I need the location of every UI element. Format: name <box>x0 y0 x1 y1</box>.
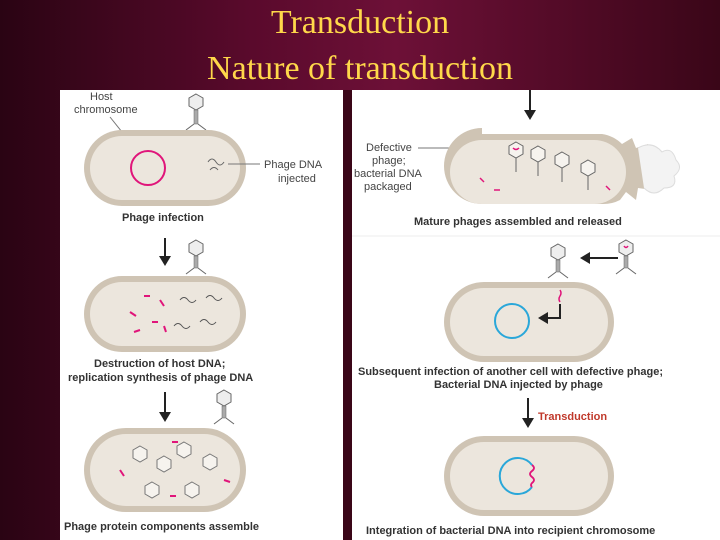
host-chromosome-label-1: Host <box>90 91 113 103</box>
host-dna-fragments <box>129 295 167 333</box>
defective-phage-icon <box>547 243 569 279</box>
step-protein-assembly: Phage protein components assemble <box>64 521 259 533</box>
step-subsequent-1: Subsequent infection of another cell wit… <box>358 366 663 378</box>
right-diagram: Defective phage; bacterial DNA packaged … <box>352 90 720 537</box>
released-phages <box>508 141 596 190</box>
phage-icon <box>185 239 207 275</box>
defective-label-2: phage; <box>372 155 406 167</box>
step-subsequent-2: Bacterial DNA injected by phage <box>434 379 603 391</box>
arrow-inject <box>546 304 561 319</box>
right-diagram-panel: Defective phage; bacterial DNA packaged … <box>352 90 720 540</box>
phage-dna-copies <box>173 295 223 329</box>
panel-divider <box>343 90 352 540</box>
defective-label-4: packaged <box>364 181 412 193</box>
host-chromosome <box>130 150 166 186</box>
step-integration: Integration of bacterial DNA into recipi… <box>366 525 655 537</box>
phage-icon <box>213 389 235 425</box>
left-diagram-panel: Host chromosome Phage DNA injected Phage… <box>60 90 343 540</box>
step-mature-phages: Mature phages assembled and released <box>414 216 622 228</box>
step-destruction-1: Destruction of host DNA; <box>94 358 225 370</box>
defective-phage-icon <box>615 239 637 275</box>
slide-title: Transduction <box>270 4 450 41</box>
recipient-chromosome <box>494 303 530 339</box>
step-phage-infection: Phage infection <box>122 212 204 224</box>
lysis-burst <box>637 144 680 194</box>
recipient-chromosome <box>498 457 533 495</box>
phage-dna-label-1: Phage DNA <box>264 159 323 171</box>
step-destruction-2: replication synthesis of phage DNA <box>68 372 253 384</box>
defective-label-3: bacterial DNA <box>354 168 423 180</box>
phage-icon <box>185 93 207 131</box>
phage-heads-assembling <box>132 441 218 499</box>
defective-label-1: Defective <box>366 142 412 154</box>
injected-bacterial-dna <box>558 289 562 303</box>
transduction-label: Transduction <box>538 411 607 423</box>
left-diagram: Host chromosome Phage DNA injected Phage… <box>64 91 323 533</box>
integrated-bacterial-dna <box>529 464 535 488</box>
phage-dna-label-2: injected <box>278 173 316 185</box>
host-chromosome-label-2: chromosome <box>74 104 138 116</box>
phage-dna-icon <box>207 158 225 171</box>
slide-subtitle: Nature of transduction <box>207 50 513 87</box>
